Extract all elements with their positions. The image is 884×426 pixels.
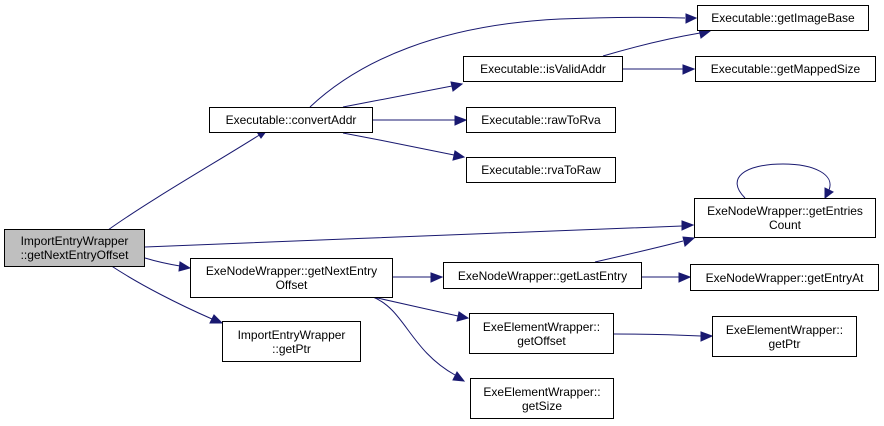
edge-nodegetnextentryoffset-to-elemgetoffset <box>372 296 470 322</box>
edge-convertaddr-to-rvatoraw <box>342 132 466 161</box>
node-importentrywrapper-getptr[interactable]: ImportEntryWrapper ::getPtr <box>222 321 361 362</box>
node-label: ImportEntryWrapper ::getPtr <box>237 327 346 356</box>
edge-root-to-importgetptr <box>109 264 224 324</box>
node-exenodewrapper-getlastentry[interactable]: ExeNodeWrapper::getLastEntry <box>443 262 642 289</box>
node-exenodewrapper-getentryat[interactable]: ExeNodeWrapper::getEntryAt <box>690 264 879 291</box>
node-label: ExeNodeWrapper::getLastEntry <box>457 268 628 283</box>
node-label: Executable::rvaToRaw <box>481 163 601 177</box>
node-label: Executable::convertAddr <box>225 113 357 127</box>
node-label: ExeElementWrapper:: getOffset <box>482 319 601 348</box>
edge-getlastentry-to-getentryat <box>642 272 692 283</box>
node-label: Executable::rawToRva <box>481 113 601 127</box>
node-label: ExeElementWrapper:: getSize <box>483 384 601 413</box>
edge-isvalidaddr-to-getimagebase <box>602 28 712 57</box>
edge-nodegetnextentryoffset-to-getlastentry <box>393 272 444 283</box>
node-exeelementwrapper-getptr[interactable]: ExeElementWrapper:: getPtr <box>712 316 857 357</box>
edge-getentriescount-self-loop <box>736 163 834 199</box>
node-label: Executable::isValidAddr <box>480 62 606 76</box>
node-label: Executable::getImageBase <box>711 11 855 25</box>
edge-root-to-nodegetnextentryoffset <box>144 257 192 272</box>
node-label: ExeNodeWrapper::getEntryAt <box>705 270 864 285</box>
node-label: Executable::getMappedSize <box>710 62 861 76</box>
node-exeelementwrapper-getoffset[interactable]: ExeElementWrapper:: getOffset <box>469 313 614 354</box>
node-label: ExeNodeWrapper::getNextEntry Offset <box>205 264 378 292</box>
node-label: ExeNodeWrapper::getEntries Count <box>707 204 863 232</box>
node-label: ExeElementWrapper:: getPtr <box>725 322 844 351</box>
node-executable-rawtorva[interactable]: Executable::rawToRva <box>466 107 616 133</box>
edge-convertaddr-to-getimagebase <box>309 13 698 108</box>
edge-root-to-convertaddr <box>107 129 269 231</box>
edge-elemgetoffset-to-elemgetptr <box>613 331 714 342</box>
node-exenodewrapper-getnextentryoffset[interactable]: ExeNodeWrapper::getNextEntry Offset <box>190 258 393 298</box>
node-executable-getmappedsize[interactable]: Executable::getMappedSize <box>695 56 876 82</box>
edge-convertaddr-to-isvalidaddr <box>342 81 464 108</box>
node-label: ImportEntryWrapper ::getNextEntryOffset <box>20 234 129 262</box>
node-exenodewrapper-getentriescount[interactable]: ExeNodeWrapper::getEntries Count <box>694 198 876 238</box>
node-executable-convertaddr[interactable]: Executable::convertAddr <box>209 107 373 133</box>
node-executable-rvatoraw[interactable]: Executable::rvaToRaw <box>466 157 616 183</box>
node-exeelementwrapper-getsize[interactable]: ExeElementWrapper:: getSize <box>470 378 614 419</box>
edge-nodegetnextentryoffset-to-elemgetsize <box>372 296 466 382</box>
edge-convertaddr-to-rawtorva <box>373 115 468 126</box>
node-importentrywrapper-getnextentryoffset: ImportEntryWrapper ::getNextEntryOffset <box>4 229 145 267</box>
edge-getlastentry-to-getentriescount <box>594 236 696 263</box>
edge-isvalidaddr-to-getmappedsize <box>623 64 696 75</box>
node-executable-getimagebase[interactable]: Executable::getImageBase <box>697 5 869 31</box>
node-executable-isvalidaddr[interactable]: Executable::isValidAddr <box>463 56 623 82</box>
edge-root-to-getentriescount <box>144 220 695 248</box>
